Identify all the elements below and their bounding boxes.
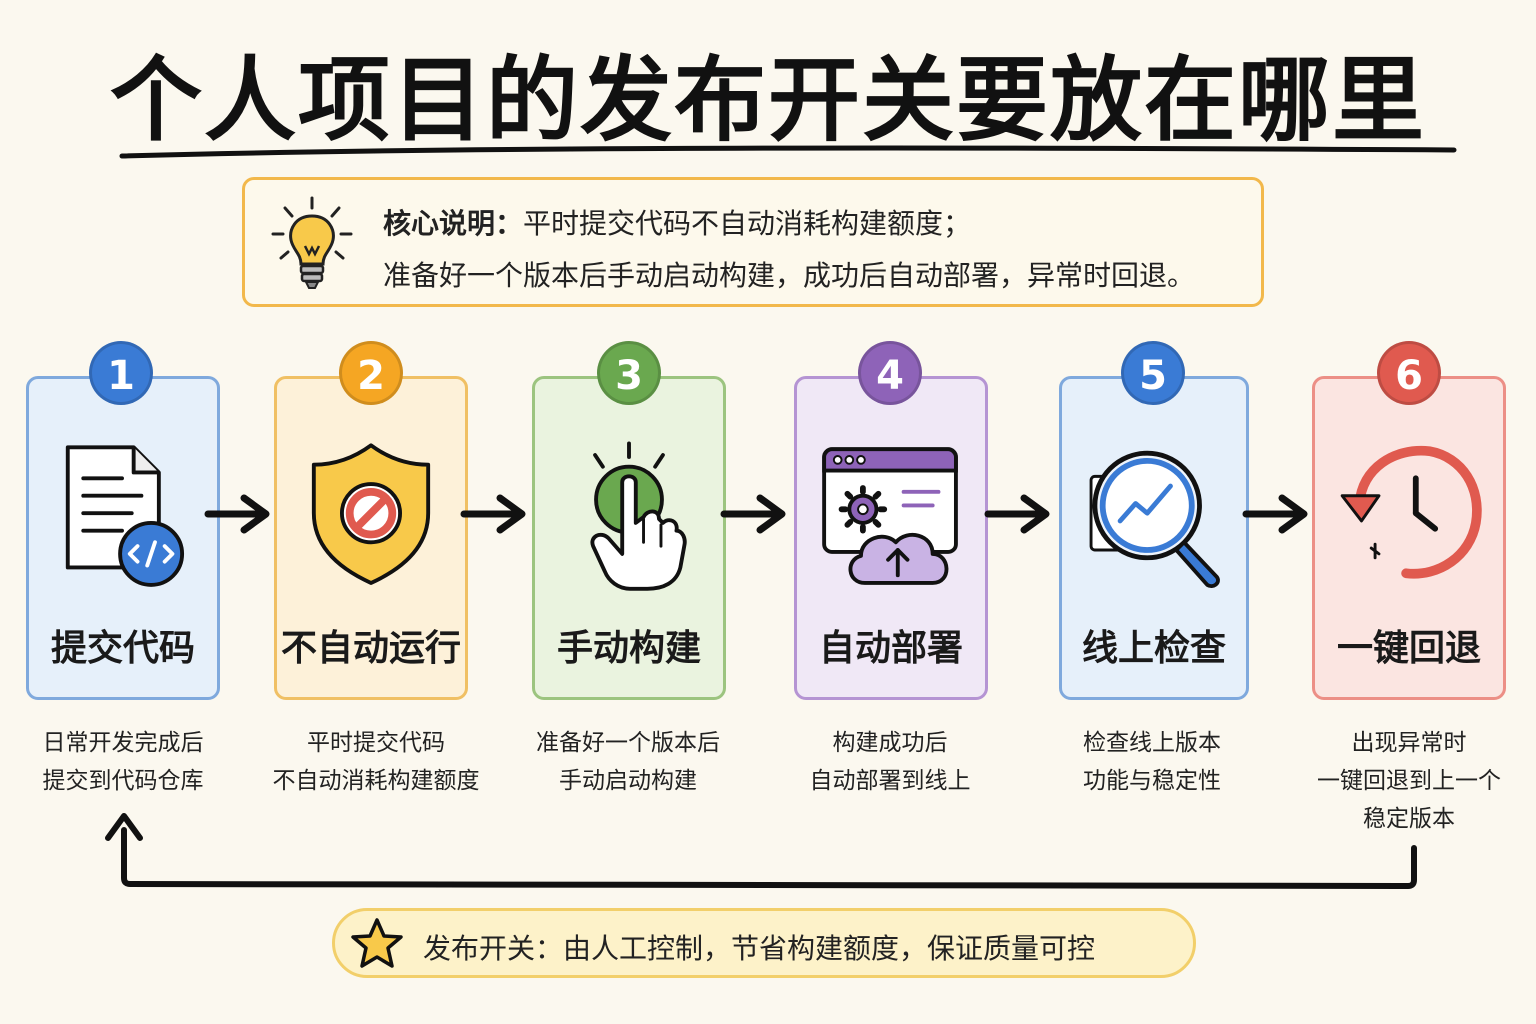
note-line-1: 核心说明：平时提交代码不自动消耗构建额度； (383, 202, 971, 242)
desc-line: 平时提交代码 (307, 730, 445, 756)
step-card-commit: 提交代码 (26, 376, 220, 700)
step-number-badge: 5 (1121, 341, 1185, 405)
arrow-right-icon (1242, 494, 1308, 534)
note-text-1: 平时提交代码不自动消耗构建额度； (523, 207, 972, 240)
code-file-icon (65, 445, 185, 587)
step-description: 日常开发完成后 提交到代码仓库 (3, 724, 243, 800)
desc-line: 手动启动构建 (559, 768, 697, 794)
banner-text: 发布开关：由人工控制，节省构建额度，保证质量可控 (423, 932, 1096, 965)
desc-line: 日常开发完成后 (42, 730, 204, 756)
step-label: 自动部署 (818, 628, 963, 669)
arrow-right-icon (984, 494, 1050, 534)
step-label: 线上检查 (1081, 628, 1226, 669)
desc-line: 功能与稳定性 (1083, 768, 1221, 794)
step-description: 构建成功后 自动部署到线上 (770, 724, 1010, 800)
desc-line: 自动部署到线上 (809, 768, 971, 794)
press-button-icon (590, 441, 687, 591)
release-switch-banner: 发布开关：由人工控制，节省构建额度，保证质量可控 (332, 908, 1196, 978)
step-card-rollback: 一键回退 (1312, 376, 1506, 700)
step-description: 准备好一个版本后 手动启动构建 (508, 724, 748, 800)
step-label: 不自动运行 (280, 628, 461, 669)
cloud-deploy-icon (822, 447, 958, 585)
step-card-online-check: 线上检查 (1059, 376, 1249, 700)
step-number-badge: 4 (858, 341, 922, 405)
arrow-right-icon (460, 494, 526, 534)
step-card-manual-build: 手动构建 (532, 376, 726, 700)
desc-line: 不自动消耗构建额度 (272, 768, 480, 794)
step-card-no-auto-run: 不自动运行 (274, 376, 468, 700)
desc-line: 出现异常时 (1351, 730, 1467, 756)
step-label: 手动构建 (556, 628, 701, 669)
note-line-2: 准备好一个版本后手动启动构建，成功后自动部署，异常时回退。 (383, 259, 1196, 292)
shield-block-icon (311, 443, 431, 585)
rollback-clock-icon (1340, 445, 1482, 579)
arrow-right-icon (204, 494, 270, 534)
step-description: 平时提交代码 不自动消耗构建额度 (256, 724, 496, 800)
step-number-badge: 1 (89, 341, 153, 405)
desc-line: 构建成功后 (832, 730, 948, 756)
step-card-auto-deploy: 自动部署 (794, 376, 988, 700)
step-description: 出现异常时 一键回退到上一个 稳定版本 (1289, 724, 1529, 838)
lightbulb-icon (271, 196, 353, 289)
step-description: 检查线上版本 功能与稳定性 (1032, 724, 1272, 800)
desc-line: 准备好一个版本后 (536, 730, 720, 756)
step-label: 提交代码 (50, 628, 195, 669)
desc-line: 稳定版本 (1363, 806, 1455, 832)
desc-line: 一键回退到上一个 (1317, 768, 1501, 794)
note-heading: 核心说明： (383, 207, 524, 240)
page-title: 个人项目的发布开关要放在哪里 (109, 47, 1426, 154)
step-number-badge: 6 (1377, 341, 1441, 405)
arrow-right-icon (720, 494, 786, 534)
step-number-badge: 3 (597, 341, 661, 405)
core-note-box: 核心说明：平时提交代码不自动消耗构建额度； 准备好一个版本后手动启动构建，成功后… (242, 177, 1264, 307)
desc-line: 检查线上版本 (1083, 730, 1221, 756)
desc-line: 提交到代码仓库 (42, 768, 204, 794)
star-icon (351, 918, 403, 968)
step-number-badge: 2 (339, 341, 403, 405)
step-label: 一键回退 (1336, 628, 1481, 669)
magnifier-chart-icon (1089, 450, 1220, 589)
title-underline (119, 145, 1457, 159)
